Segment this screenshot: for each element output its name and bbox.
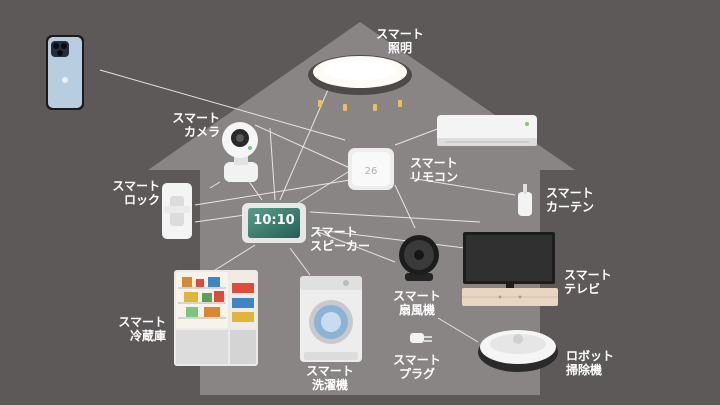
link-speaker-lock (194, 214, 246, 223)
smart-display-icon (242, 203, 306, 243)
fridge-label: スマート冷蔵庫 (118, 315, 166, 343)
link-remote-fan (394, 184, 416, 229)
door-lock-icon (162, 183, 192, 239)
robot-vacuum-icon (478, 330, 558, 372)
tv-label: スマートテレビ (564, 268, 612, 296)
smart-remote-icon: 26 (348, 148, 394, 190)
circulator-fan-icon (399, 235, 439, 281)
link-speaker-fridge (211, 244, 256, 273)
washing-machine-icon (300, 276, 362, 362)
link-fan-robot (437, 317, 479, 343)
speaker-label: スマートスピーカー (310, 225, 371, 253)
link-speaker-washer (289, 247, 311, 276)
link-phone-remote (99, 69, 346, 141)
camera-label: スマートカメラ (172, 111, 220, 139)
link-remote-lock (194, 179, 351, 206)
fan-label: スマート扇風機 (393, 289, 441, 317)
air-conditioner-icon (437, 115, 537, 146)
smartphone-icon (46, 35, 84, 110)
link-remote-curtain (409, 177, 516, 196)
lock-label: スマートロック (112, 179, 160, 207)
link-remote-camera (254, 124, 351, 169)
security-camera-icon (222, 122, 258, 182)
refrigerator-icon (174, 270, 258, 366)
remote-label: スマートリモコン (410, 156, 459, 184)
smart-plug-icon (410, 333, 432, 343)
link-speaker-curtain (309, 211, 481, 223)
ceiling-light-icon (308, 55, 412, 111)
svg-text:26: 26 (365, 166, 378, 177)
robot-label: ロボット掃除機 (566, 349, 615, 377)
curtain-label: スマートカーテン (546, 186, 595, 214)
link-remote-ac (394, 127, 441, 146)
television-icon (462, 232, 558, 306)
link-speaker-fan (317, 231, 396, 263)
curtain-motor-icon (518, 184, 532, 216)
link-tv-speaker (317, 229, 466, 249)
link-speaker-remote (294, 171, 349, 206)
link-speaker-camera (269, 127, 276, 201)
link-camera-lock (209, 181, 221, 189)
link-camera-speaker (247, 179, 263, 201)
display-clock-text: 10:10 (253, 213, 295, 228)
light-label: スマート照明 (376, 27, 424, 55)
washer-label: スマート洗濯機 (306, 364, 354, 392)
plug-label: スマートプラグ (393, 353, 441, 381)
